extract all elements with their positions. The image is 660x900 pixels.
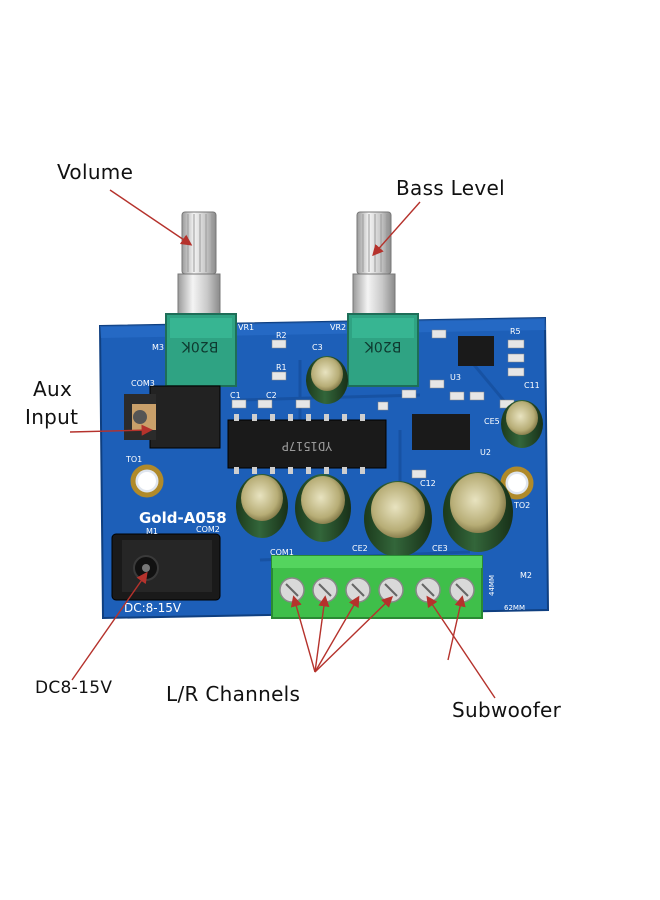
capacitor-ce3 <box>443 472 513 552</box>
arrow-sub-1 <box>426 595 496 699</box>
arrow-aux-input <box>69 424 153 436</box>
chip-yd1517p <box>227 414 387 474</box>
silk-dim-height: 44MM <box>488 575 496 596</box>
callout-volume: Volume <box>57 160 134 184</box>
silk-vr1: VR1 <box>238 323 254 332</box>
silk-m1: M1 <box>146 527 158 536</box>
callout-aux-line1: Aux <box>33 377 73 401</box>
callout-arrows <box>69 189 496 699</box>
volume-potentiometer <box>165 211 237 387</box>
silk-r2: R2 <box>276 331 287 340</box>
callout-subwoofer: Subwoofer <box>452 698 562 722</box>
bass-level-potentiometer <box>347 211 419 387</box>
terminal-block <box>271 555 483 619</box>
silk-m3: M3 <box>152 343 164 352</box>
callout-dc: DC8-15V <box>35 678 113 698</box>
silk-ce5: CE5 <box>484 417 500 426</box>
chip-u2 <box>412 414 470 450</box>
capacitor-1 <box>236 474 288 538</box>
dc-power-jack <box>111 533 221 601</box>
capacitor-c3 <box>306 356 348 404</box>
power-spec-label: DC:8-15V <box>124 601 182 615</box>
silk-c11: C11 <box>524 381 540 390</box>
silk-com1: COM1 <box>270 548 294 557</box>
silk-c3: C3 <box>312 343 323 352</box>
silk-r5: R5 <box>510 327 521 336</box>
callout-lr-channels: L/R Channels <box>166 682 301 706</box>
pot-label-1: B20K <box>181 338 218 354</box>
arrow-bass-level <box>372 201 421 257</box>
capacitor-ce2 <box>364 481 432 557</box>
silk-com3: COM3 <box>131 379 155 388</box>
silk-c1: C1 <box>230 391 241 400</box>
silk-c2: C2 <box>266 391 277 400</box>
silk-ce3: CE3 <box>432 544 448 553</box>
silk-to1: TO1 <box>125 455 142 464</box>
silk-r1: R1 <box>276 363 287 372</box>
capacitor-2 <box>295 474 351 542</box>
silk-ce2: CE2 <box>352 544 368 553</box>
silk-c12: C12 <box>420 479 436 488</box>
capacitor-ce5 <box>501 400 543 448</box>
arrow-lr-1 <box>290 595 316 673</box>
silk-to2: TO2 <box>513 501 530 510</box>
arrow-lr-2 <box>314 595 330 673</box>
arrow-lr-4 <box>314 596 394 673</box>
arrow-dc <box>71 571 148 681</box>
silk-vr2: VR2 <box>330 323 346 332</box>
silk-com2: COM2 <box>196 525 220 534</box>
board-model-label: Gold-A058 <box>139 509 227 527</box>
smd-components <box>231 329 525 479</box>
silk-dim-width: 62MM <box>504 604 525 612</box>
silk-m2: M2 <box>520 571 532 580</box>
chip-label: YD1517P <box>282 439 333 453</box>
arrow-sub-2 <box>447 595 466 661</box>
callout-aux-line2: Input <box>25 405 79 429</box>
callout-bass-level: Bass Level <box>396 176 505 200</box>
pot-label-2: B20K <box>364 338 401 354</box>
arrow-lr-3 <box>314 595 360 673</box>
silk-u3: U3 <box>450 373 461 382</box>
aux-input-jack <box>124 385 221 449</box>
silk-u2: U2 <box>480 448 491 457</box>
chip-u3 <box>458 336 494 366</box>
arrow-volume <box>109 189 193 246</box>
